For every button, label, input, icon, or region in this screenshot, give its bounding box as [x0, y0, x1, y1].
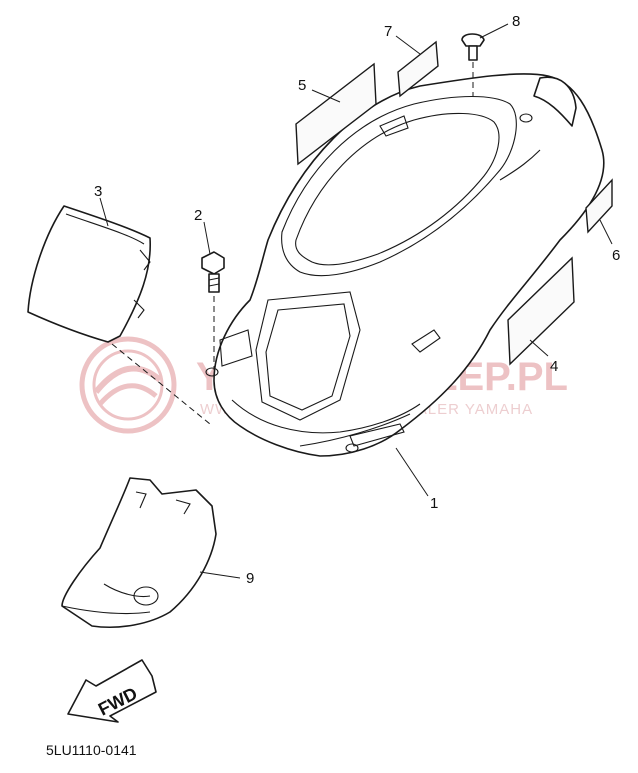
callout-2: 2 — [194, 207, 202, 224]
leader-5 — [311, 89, 341, 103]
part-3-side-panel — [27, 205, 152, 343]
diagram-code: 5LU1110-0141 — [46, 742, 137, 758]
leader-9 — [199, 571, 241, 579]
callout-5: 5 — [298, 77, 306, 94]
callout-9: 9 — [246, 570, 254, 587]
callout-8: 8 — [512, 13, 520, 30]
part-5-decal — [295, 62, 377, 166]
part-3-guide-line — [111, 343, 211, 425]
part-8-screw — [461, 33, 485, 61]
part-1-body-cover — [205, 73, 605, 457]
part-4-decal — [507, 256, 575, 366]
leader-7 — [395, 35, 421, 55]
callout-1: 1 — [430, 495, 438, 512]
part-9-under-cover — [61, 477, 217, 629]
leader-1 — [395, 447, 429, 497]
part-7-decal — [397, 40, 439, 98]
callout-3: 3 — [94, 183, 102, 200]
callout-6: 6 — [612, 247, 620, 264]
leader-2 — [203, 221, 211, 255]
leader-4 — [529, 339, 549, 357]
callout-4: 4 — [550, 358, 558, 375]
fwd-arrow: FWD — [67, 659, 157, 723]
leader-8 — [479, 23, 509, 39]
leader-6 — [599, 219, 613, 245]
leader-3 — [99, 197, 109, 227]
watermark-logo-icon — [79, 336, 177, 434]
part-2-bolt — [201, 251, 225, 293]
part-6-decal — [585, 178, 613, 234]
callout-7: 7 — [384, 23, 392, 40]
